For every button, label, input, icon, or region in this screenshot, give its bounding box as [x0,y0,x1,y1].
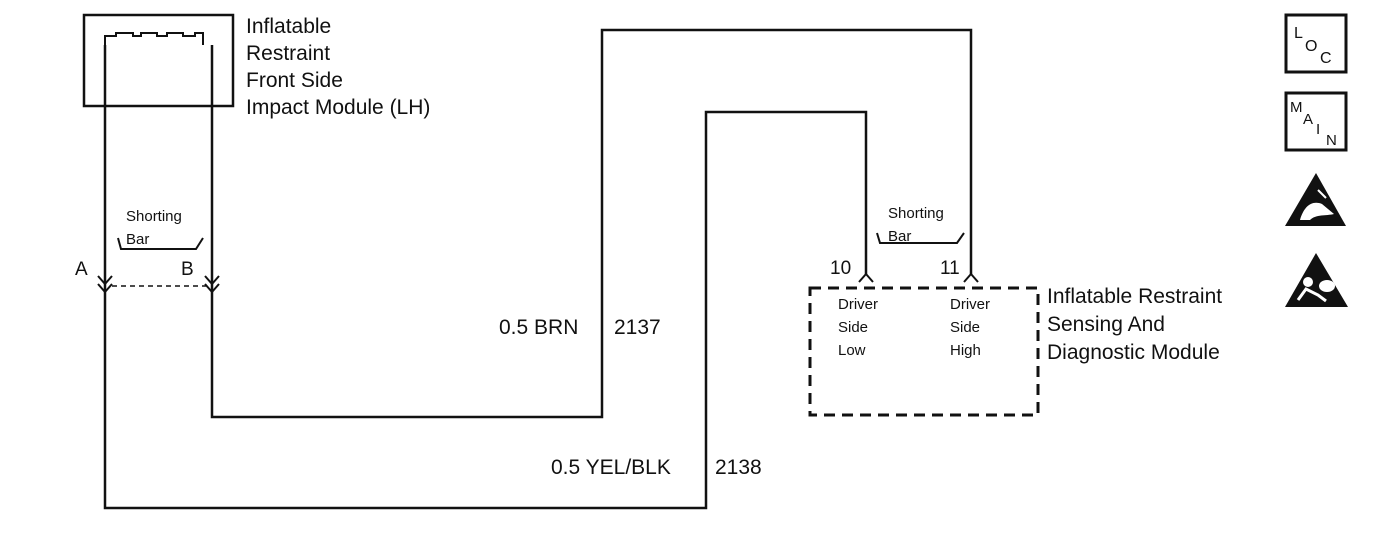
esd-warning-icon[interactable] [1285,173,1346,226]
sdm-high-line3: High [950,342,981,359]
sdm-name-line2: Sensing And [1047,313,1165,336]
main-icon[interactable]: M A I N [1284,91,1348,152]
side-impact-module [82,13,235,108]
main-icon-frame [1284,91,1348,152]
sdm-name-line1: Inflatable Restraint [1047,285,1222,308]
shorting-bar-right-line2: Bar [888,228,911,245]
main-icon-letter-i: I [1316,121,1320,138]
shorting-bar-right-line1: Shorting [888,205,944,222]
wire-2137-circuit: 2137 [614,316,661,339]
loc-icon-frame [1284,13,1348,74]
airbag-bag-shape [1319,280,1335,292]
pin-b-connector-icon [204,275,220,294]
airbag-warning-icon[interactable] [1285,253,1348,307]
loc-icon[interactable]: L O C [1284,13,1348,74]
shorting-bar-left-line1: Shorting [126,208,182,225]
wire-2137-color: 0.5 BRN [499,316,578,339]
sdm-high-line2: Side [950,319,980,336]
main-icon-letter-n: N [1326,132,1337,149]
sdm-low-line2: Side [838,319,868,336]
esd-hand-shape [1300,202,1334,220]
module-name-line4: Impact Module (LH) [246,96,430,119]
airbag-warning-triangle [1285,253,1348,307]
shorting-bar-bracket-left [117,237,204,250]
pin-10-connector-icon [858,272,874,283]
wire-2138-color: 0.5 YEL/BLK [551,456,671,479]
sdm-high-line1: Driver [950,296,990,313]
loc-icon-letter-l: L [1294,25,1303,42]
pin-11-label: 11 [940,258,960,279]
sdm-name-line3: Diagnostic Module [1047,341,1220,364]
module-name-line2: Restraint [246,42,330,65]
sdm-low-line3: Low [838,342,866,359]
esd-spark [1317,189,1327,199]
module-name-line1: Inflatable [246,15,331,38]
loc-icon-letter-c: C [1320,50,1332,67]
wire-2138-circuit: 2138 [715,456,762,479]
airbag-person-body [1296,287,1327,303]
shorting-bar-left-line2: Bar [126,231,149,248]
main-icon-letter-m: M [1290,99,1303,116]
module-name-line3: Front Side [246,69,343,92]
pin-11-connector-icon [963,272,979,283]
sdm-low-line1: Driver [838,296,878,313]
loc-icon-letter-o: O [1305,38,1317,55]
pin-10-label: 10 [830,258,851,279]
esd-warning-triangle [1285,173,1346,226]
pin-b-label: B [181,259,194,280]
shorting-bar-bracket-right [876,232,965,244]
pin-a-connector-icon [97,275,113,294]
wire-2137 [210,28,973,419]
pin-a-label: A [75,259,88,280]
wire-2138 [103,45,868,510]
main-icon-letter-a: A [1303,111,1313,128]
sdm-outline [808,286,1040,417]
airbag-person-head [1303,277,1313,287]
module-outline [82,13,235,108]
module-connector-outline [104,32,204,45]
